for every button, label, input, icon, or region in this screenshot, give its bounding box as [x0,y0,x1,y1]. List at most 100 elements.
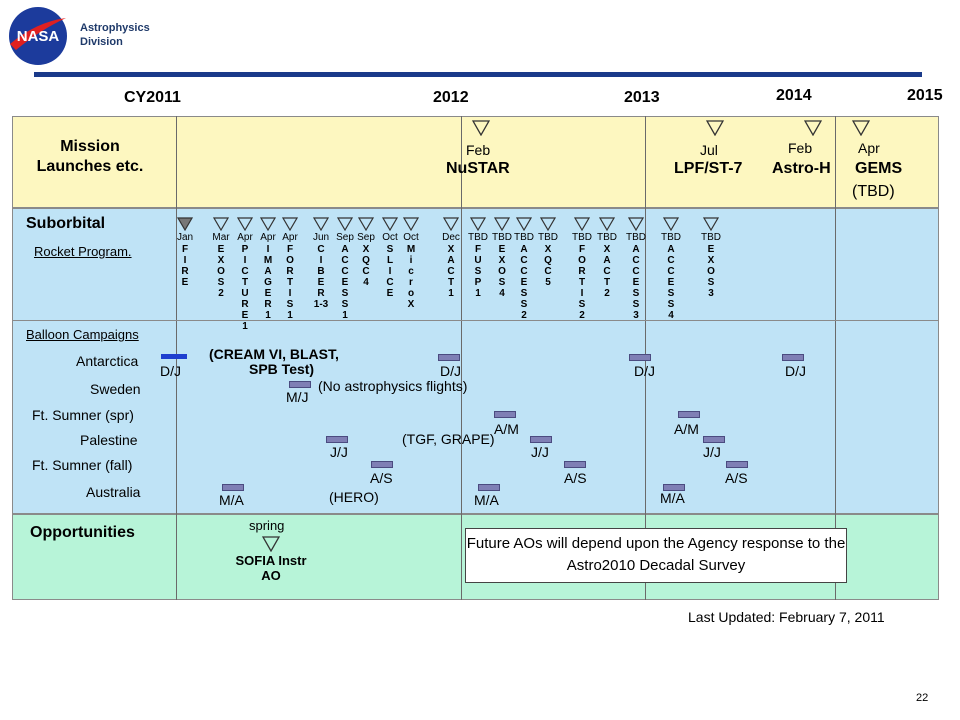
future-aos-note: Future AOs will depend upon the Agency r… [465,528,847,583]
australia-label: Australia [86,484,141,500]
astroh-name: Astro-H [772,160,831,177]
balloon-bar [478,484,500,491]
rocket-marker-icon [494,217,510,231]
rocket-marker-icon [313,217,329,231]
balloon-bar [782,354,804,361]
balloon-campaigns-label: Balloon Campaigns [26,327,139,342]
rocket-month: Apr [282,232,298,243]
rocket-marker-icon [177,217,193,231]
antarctica-label: Antarctica [76,353,139,369]
rocket-marker-icon [628,217,644,231]
last-updated: Last Updated: February 7, 2011 [688,609,885,625]
palestine-label: Palestine [80,432,138,448]
year-label: 2013 [624,89,660,106]
year-label: 2012 [433,89,469,106]
balloon-window: M/A [660,490,685,506]
logo-text: NASA [17,28,60,45]
balloon-bar [530,436,552,443]
balloon-bar [222,484,244,491]
rocket-month: Oct [382,232,398,243]
suborbital-label: Suborbital [26,215,106,232]
rocket-month: Apr [237,232,253,243]
gems-note: (TBD) [852,183,895,200]
rocket-month: Dec [442,232,460,243]
balloon-bar [678,411,700,418]
antarctica-note: SPB Test) [249,361,315,377]
rocket-marker-icon [358,217,374,231]
rocket-month: TBD [538,232,558,243]
rocket-marker-icon [403,217,419,231]
sofia-timing: spring [249,518,285,533]
rocket-month: Oct [403,232,419,243]
balloon-window: A/S [564,470,587,486]
rocket-marker-icon [540,217,556,231]
rocket-marker-icon [237,217,253,231]
year-label: CY2011 [124,89,181,106]
rocket-marker-icon [599,217,615,231]
opportunity-marker-icon [262,536,280,552]
rocket-month: Apr [260,232,276,243]
rocket-month: Sep [336,232,354,243]
rocket-marker-icon [260,217,276,231]
nustar-name: NuSTAR [446,160,510,177]
balloon-bar [726,461,748,468]
launch-marker-icon [852,120,870,136]
section-separator [12,320,939,321]
year-label: 2014 [776,87,812,104]
balloon-bar-highlight [161,354,187,359]
ftsumner-fall-label: Ft. Sumner (fall) [32,457,133,473]
launch-marker-icon [472,120,490,136]
sofia-ao: SOFIA Instr AO [235,553,307,583]
balloon-window: A/S [370,470,393,486]
balloon-window: D/J [440,363,461,379]
nasa-logo: NASA [9,7,67,65]
rocket-month: TBD [597,232,617,243]
mission-band [12,116,939,208]
sweden-label: Sweden [90,381,141,397]
nustar-month: Feb [466,142,491,158]
page-number: 22 [916,692,929,704]
rocket-month: TBD [701,232,721,243]
suborbital-band [12,208,939,514]
gems-month: Apr [858,140,880,156]
balloon-window: M/A [474,492,499,508]
rocket-marker-icon [213,217,229,231]
rocket-month: TBD [492,232,512,243]
rocket-month: Jan [176,232,194,243]
balloon-window: J/J [531,444,549,460]
year-divider [461,116,462,600]
balloon-bar [289,381,311,388]
division-title: Astrophysics Division [80,22,150,48]
year-label: 2015 [907,87,943,104]
lpf-month: Jul [700,142,718,158]
rocket-marker-icon [337,217,353,231]
rocket-marker-icon [382,217,398,231]
balloon-bar [494,411,516,418]
balloon-window: D/J [160,363,181,379]
balloon-window: D/J [785,363,806,379]
rocket-marker-icon [663,217,679,231]
balloon-bar [326,436,348,443]
palestine-note: (TGF, GRAPE) [402,431,495,447]
rocket-marker-icon [574,217,590,231]
rocket-month: TBD [514,232,534,243]
antarctica-note: (CREAM VI, BLAST, [209,346,339,362]
balloon-window: J/J [703,444,721,460]
balloon-window: M/J [286,389,309,405]
rocket-month: Sep [357,232,375,243]
